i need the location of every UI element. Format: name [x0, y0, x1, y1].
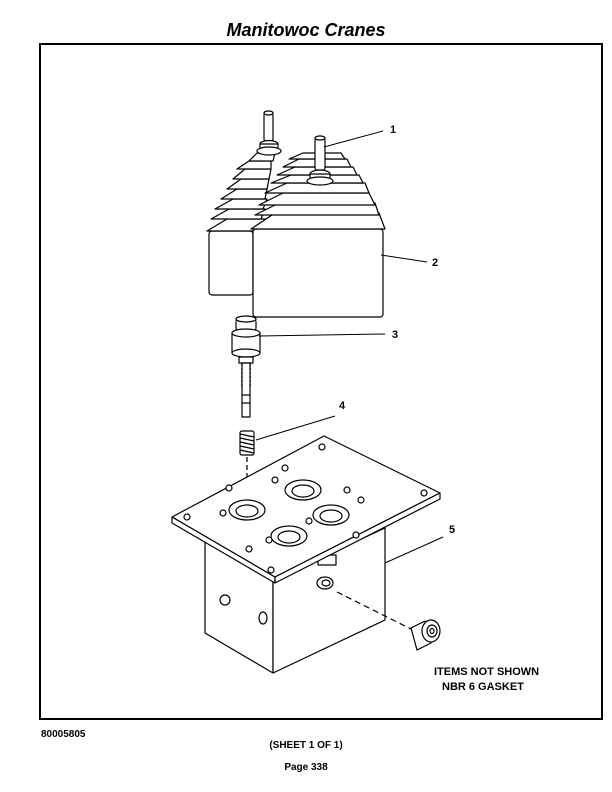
exploded-parts-diagram: 1 2 3 4 5	[171, 110, 455, 674]
joystick-stick-rear	[256, 110, 282, 156]
callout-3: 3	[392, 329, 398, 341]
joystick-boot-front	[250, 152, 386, 318]
joystick-boot-rear	[206, 152, 276, 296]
sheet-label: (SHEET 1 OF 1)	[269, 740, 343, 751]
callout-2: 2	[432, 257, 438, 269]
page-number: Page 338	[284, 762, 328, 773]
fitting-part	[410, 619, 441, 651]
note-items-not-shown: ITEMS NOT SHOWN	[434, 666, 540, 678]
callout-4: 4	[339, 400, 346, 412]
note-gasket: NBR 6 GASKET	[442, 681, 524, 693]
joystick-stick-front	[306, 135, 334, 186]
plunger-part	[231, 315, 261, 418]
notes-block: ITEMS NOT SHOWN NBR 6 GASKET	[434, 665, 539, 695]
page-title: Manitowoc Cranes	[226, 20, 386, 40]
callout-1: 1	[390, 124, 396, 136]
document-number: 80005805	[41, 729, 86, 740]
drawing-frame	[39, 43, 603, 720]
valve-mounting-plate	[171, 435, 441, 584]
spring-part	[239, 430, 255, 456]
callout-5: 5	[449, 524, 455, 536]
